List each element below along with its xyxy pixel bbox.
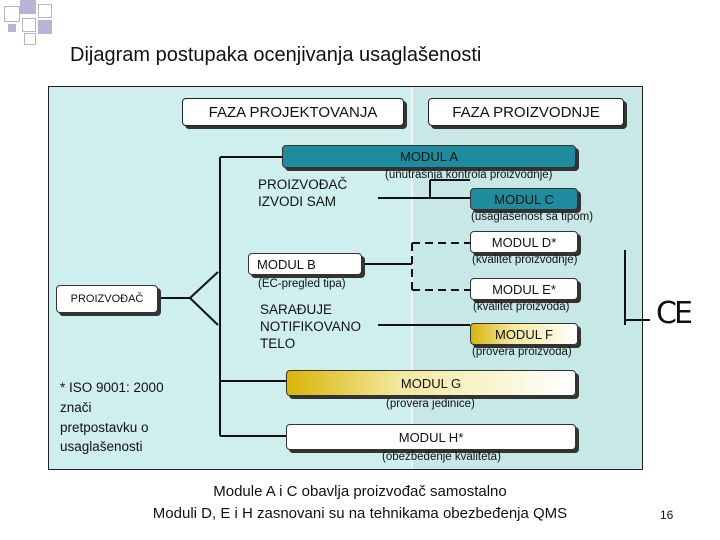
iso-note-line1: * ISO 9001: 2000	[60, 380, 164, 395]
module-h-desc: (obezbeđenje kvaliteta)	[382, 451, 501, 463]
iso-note-line4: usaglašenosti	[60, 439, 143, 454]
manufacturer-self-line2: IZVODI SAM	[258, 194, 337, 209]
footer-line1: Module A i C obavlja proizvođač samostal…	[213, 483, 507, 500]
module-d-desc: (kvalitet proizvodnje)	[472, 254, 578, 266]
design-phase-label: FAZA PROJEKTOVANJA	[182, 98, 404, 126]
footer-line2: Moduli D, E i H zasnovani su na tehnikam…	[152, 505, 568, 522]
iso-note-line2: znači	[60, 400, 92, 415]
module-h-box: MODUL H*	[286, 424, 576, 450]
manufacturer-box: PROIZVOĐAČ	[56, 285, 158, 313]
corner-decoration	[0, 0, 60, 45]
module-g-box: MODUL G	[286, 370, 576, 396]
module-g-desc: (provera jedinice)	[386, 398, 475, 410]
phase-divider	[411, 87, 413, 469]
diagram-frame	[48, 86, 643, 470]
module-f-box: MODUL F	[470, 323, 578, 345]
module-a-box: MODUL A	[282, 145, 576, 168]
module-b-box: MODUL B	[248, 253, 362, 275]
page-number: 16	[660, 508, 674, 522]
page-title: Dijagram postupaka ocenjivanja usaglašen…	[70, 44, 482, 66]
module-c-box: MODUL C	[470, 188, 578, 210]
manufacturer-self-line1: PROIZVOĐAČ	[258, 177, 348, 192]
production-phase-label: FAZA PROIZVODNJE	[428, 98, 624, 126]
module-e-desc: (kvalitet proizvoda)	[473, 301, 570, 313]
module-e-box: MODUL E*	[470, 278, 578, 300]
ce-mark-icon: CE	[656, 296, 693, 331]
module-d-box: MODUL D*	[470, 231, 578, 253]
iso-note-line3: pretpostavku o	[60, 420, 149, 435]
notified-body-line1: SARAĐUJE	[260, 302, 333, 317]
module-b-desc: (EC-pregled tipa)	[258, 278, 346, 290]
notified-body-line2: NOTIFIKOVANO	[260, 319, 362, 334]
module-f-desc: (provera proizvoda)	[472, 346, 572, 358]
module-a-desc: (unutrašnja kontrola proizvodnje)	[385, 169, 553, 181]
notified-body-line3: TELO	[260, 336, 296, 351]
module-c-desc: (usaglašenost sa tipom)	[471, 211, 594, 223]
